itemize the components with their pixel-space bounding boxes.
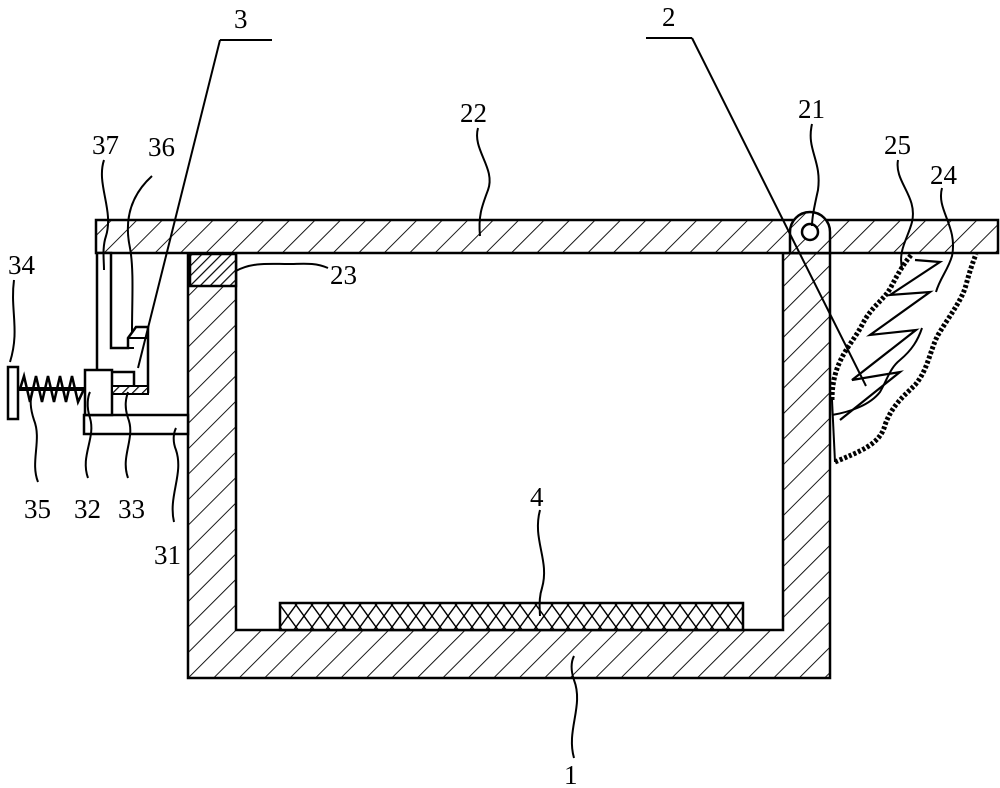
bottom-pad bbox=[278, 601, 745, 632]
label-24: 24 bbox=[930, 160, 958, 190]
label-3: 3 bbox=[234, 4, 248, 34]
label-36: 36 bbox=[148, 132, 175, 162]
label-22: 22 bbox=[460, 98, 487, 128]
latch-arm bbox=[95, 251, 150, 394]
label-31: 31 bbox=[154, 540, 181, 570]
latch-rod bbox=[111, 385, 149, 395]
leader-lines bbox=[9, 37, 955, 759]
label-32: 32 bbox=[74, 494, 101, 524]
lid bbox=[94, 218, 1000, 255]
label-21: 21 bbox=[798, 94, 825, 124]
spring-24 bbox=[839, 258, 944, 421]
label-2: 2 bbox=[662, 2, 676, 32]
spring bbox=[18, 371, 86, 406]
label-1: 1 bbox=[564, 760, 578, 788]
label-35: 35 bbox=[24, 494, 51, 524]
pull-knob bbox=[6, 365, 20, 421]
hinge-pin bbox=[800, 222, 820, 242]
bellows-inner bbox=[831, 327, 923, 416]
seal-block bbox=[188, 252, 238, 288]
bellows-outer bbox=[829, 252, 914, 401]
label-37: 37 bbox=[92, 130, 119, 160]
label-33: 33 bbox=[118, 494, 145, 524]
label-4: 4 bbox=[530, 482, 544, 512]
label-25: 25 bbox=[884, 130, 911, 160]
label-23: 23 bbox=[330, 260, 357, 290]
bellows-edge bbox=[831, 399, 836, 463]
label-34: 34 bbox=[8, 250, 36, 280]
bellows-outer bbox=[834, 253, 979, 465]
support-bracket bbox=[82, 413, 190, 436]
